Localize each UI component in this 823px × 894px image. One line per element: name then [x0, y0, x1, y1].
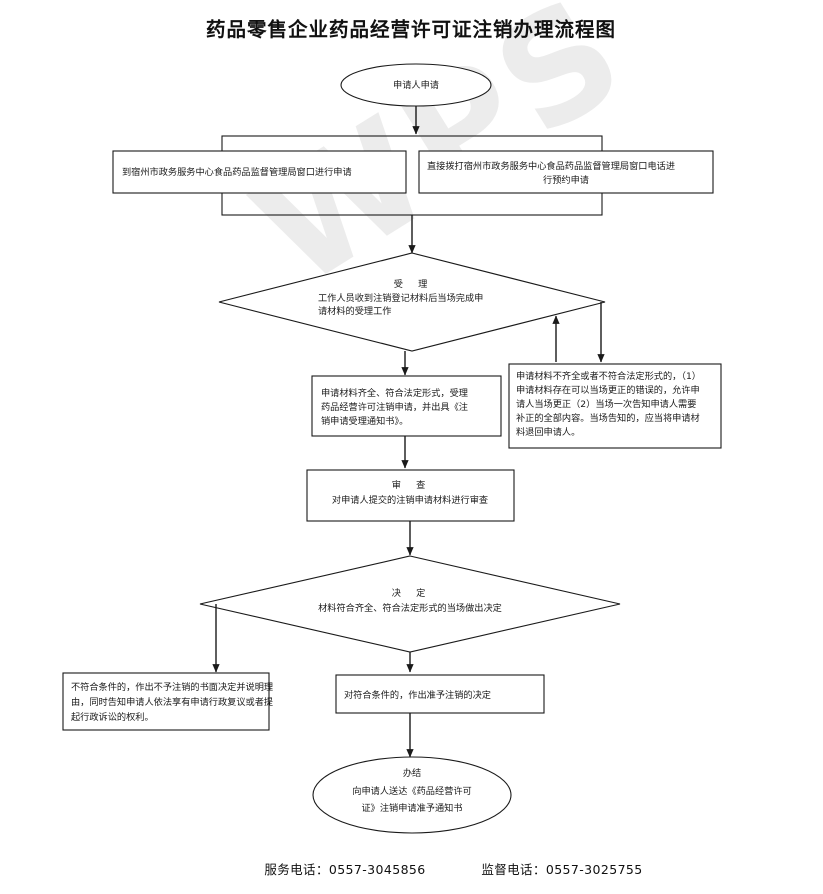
- page-title: 药品零售企业药品经营许可证注销办理流程图: [206, 18, 616, 41]
- node-channel-right-line2: 行预约申请: [543, 174, 589, 186]
- node-decision-approve-shape: [335, 674, 545, 714]
- node-channel-left-label: 到宿州市政务服务中心食品药品监督管理局窗口进行申请: [122, 166, 352, 178]
- node-decision-reject-line3: 起行政诉讼的权利。: [71, 711, 154, 723]
- node-end-heading: 办结: [403, 767, 421, 779]
- node-accept-fail-line2: 申请材料存在可以当场更正的错误的，允许申: [516, 384, 700, 396]
- node-decision-reject-line1: 不符合条件的，作出不予注销的书面决定并说明理: [71, 681, 273, 693]
- node-end-line1: 向申请人送达《药品经营许可: [352, 785, 471, 797]
- node-accept-ok-shape: [311, 375, 502, 437]
- node-accept-fail-line1: 申请材料不齐全或者不符合法定形式的，（1）: [516, 370, 701, 382]
- node-review-line1: 对申请人提交的注销申请材料进行审查: [332, 494, 488, 506]
- node-decision-heading: 决 定: [392, 587, 429, 599]
- node-decision-line1: 材料符合齐全、符合法定形式的当场做出决定: [318, 602, 502, 614]
- footer-supervision-phone: 监督电话：0557-3025755: [481, 862, 642, 877]
- node-accept-fail-line4: 补正的全部内容。当场告知的，应当将申请材: [516, 412, 700, 424]
- node-end-shape: [312, 756, 512, 834]
- node-accept-heading: 受 理: [394, 278, 431, 290]
- node-accept-fail-line5: 料退回申请人。: [516, 426, 580, 438]
- node-decision-reject-line2: 由，同时告知申请人依法享有申请行政复议或者提: [71, 696, 273, 708]
- node-accept-ok-line3: 销申请受理通知书》。: [321, 415, 408, 427]
- node-channel-right-line1: 直接拨打宿州市政务服务中心食品药品监督管理局窗口电话进: [427, 160, 675, 172]
- node-end-line2: 证》注销申请准予通知书: [361, 802, 462, 814]
- node-accept-ok-line2: 药品经营许可注销申请，并出具《注: [321, 401, 468, 413]
- node-start-label: 申请人申请: [393, 79, 439, 91]
- node-channel-right-shape: [418, 150, 714, 194]
- node-accept-line1: 工作人员收到注销登记材料后当场完成申: [318, 292, 483, 304]
- node-decision-reject-shape: [62, 672, 270, 731]
- node-accept-fail-line3: 请人当场更正（2）当场一次告知申请人需要: [516, 398, 696, 410]
- node-decision-approve-line1: 对符合条件的，作出准予注销的决定: [344, 689, 491, 701]
- node-review-shape: [306, 469, 515, 522]
- footer-service-phone: 服务电话：0557-3045856: [264, 862, 425, 877]
- node-channel-left-shape: [112, 150, 407, 194]
- node-accept-line2: 请材料的受理工作: [318, 305, 392, 317]
- node-accept-ok-line1: 申请材料齐全、符合法定形式，受理: [321, 387, 468, 399]
- node-accept-shape: [218, 252, 606, 352]
- node-accept-fail-shape: [508, 363, 722, 449]
- node-review-heading: 审 查: [392, 479, 429, 491]
